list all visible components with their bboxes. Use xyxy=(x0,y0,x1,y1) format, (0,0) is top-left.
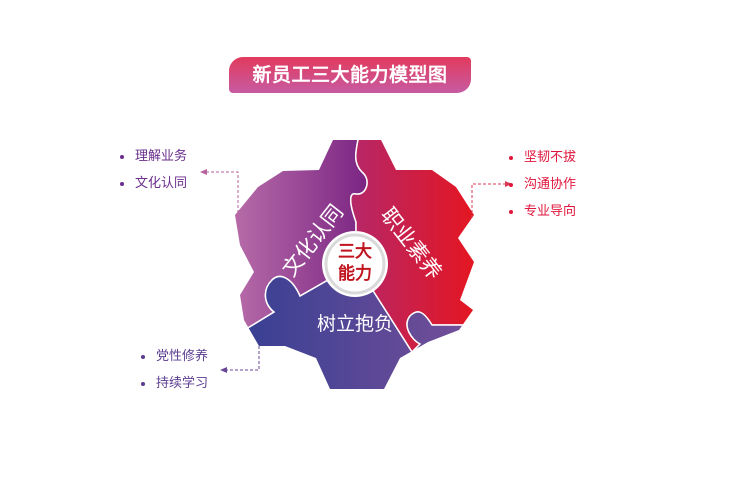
bullet-icon xyxy=(141,354,145,359)
segment-label-ambition: 树立抱负 xyxy=(316,313,393,335)
list-item: 坚韧不拔 xyxy=(509,144,576,171)
bullet-icon xyxy=(509,182,513,187)
connector-bottom-left xyxy=(226,346,260,371)
list-bottom-left: 党性修养 持续学习 xyxy=(141,343,208,397)
list-item: 沟通协作 xyxy=(509,171,576,198)
connector-top-left xyxy=(206,171,239,218)
center-label-line2: 能力 xyxy=(338,264,372,284)
center-label-line1: 三大 xyxy=(338,242,372,262)
list-item: 专业导向 xyxy=(509,198,576,225)
center-label: 三大 能力 xyxy=(325,241,385,285)
diagram-title: 新员工三大能力模型图 xyxy=(229,57,471,93)
bullet-icon xyxy=(120,154,124,159)
list-item: 党性修养 xyxy=(141,343,208,370)
bullet-icon xyxy=(509,209,513,214)
list-item: 持续学习 xyxy=(141,370,208,397)
list-top-left: 理解业务 文化认同 xyxy=(120,143,187,197)
list-item: 文化认同 xyxy=(120,170,187,197)
list-item: 理解业务 xyxy=(120,143,187,170)
connector-top-right xyxy=(471,183,506,218)
bullet-icon xyxy=(141,381,145,386)
bullet-icon xyxy=(120,181,124,186)
bullet-icon xyxy=(509,155,513,160)
list-top-right: 坚韧不拔 沟通协作 专业导向 xyxy=(509,144,576,225)
